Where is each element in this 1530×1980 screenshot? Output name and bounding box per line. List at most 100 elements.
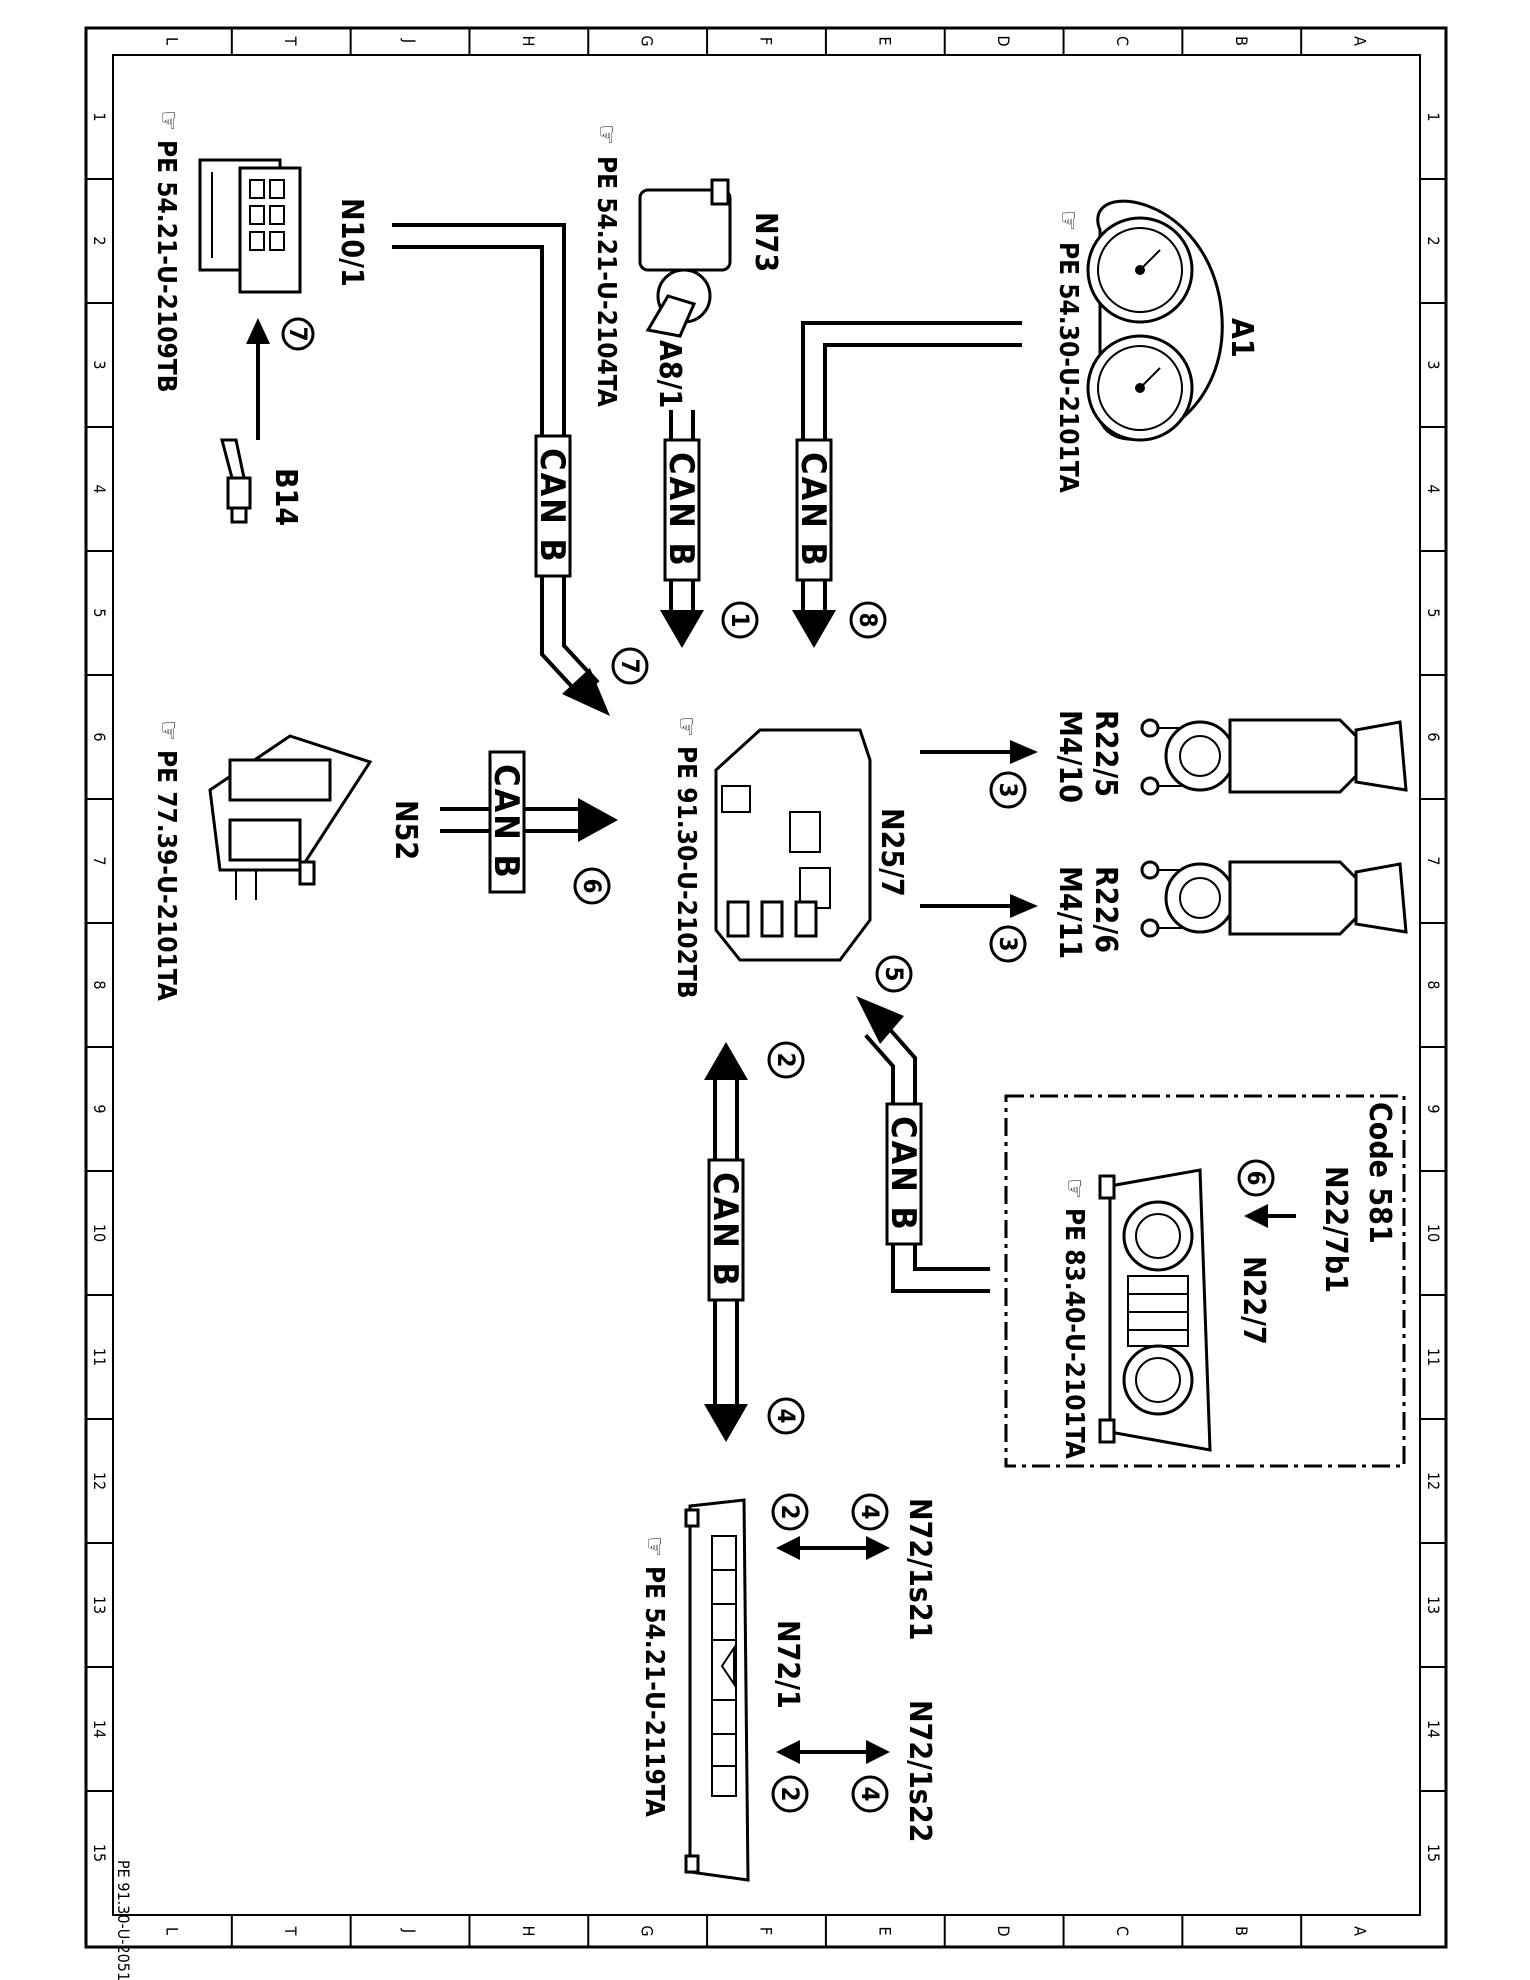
grid-row-label-left: 7: [90, 856, 109, 865]
grid-row-label-left: 6: [90, 732, 109, 741]
component-n10-1: ☞ PE 54.21-U-2109TB N10/1 7: [151, 110, 369, 440]
grid-row-label-right: 14: [1424, 1720, 1443, 1738]
grid-row-label-left: 14: [90, 1720, 109, 1738]
signal-6-n22-7b1: 6: [1242, 1170, 1270, 1185]
can-b-label-5: CAN B: [705, 1172, 745, 1288]
a1-label: A1: [1224, 318, 1259, 358]
grid-row-label-left: 1: [90, 112, 109, 121]
code-581-option-box: Code 581 N22/7b1 6 ☞ PE 83.40-U-2101TA N…: [1004, 1094, 1406, 1468]
grid-row-label-right: 8: [1424, 980, 1443, 989]
n72-1s21-label: N72/1s21: [902, 1498, 937, 1640]
signal-1: 1: [726, 612, 754, 627]
grid-row-label-right: 5: [1424, 608, 1443, 617]
can-b-bus-n22-7: CAN B 5: [856, 955, 990, 1293]
grid-row-label-right: 13: [1424, 1596, 1443, 1614]
b14-label: B14: [268, 468, 303, 526]
ref-icon: ☞: [671, 716, 701, 737]
signal-6: 6: [578, 878, 606, 893]
can-b-bus-a8-1: CAN B 1: [660, 410, 759, 648]
grid-row-label-left: 13: [90, 1596, 109, 1614]
grid-col-label-top: A: [1351, 36, 1370, 46]
signal-7: 7: [616, 658, 644, 673]
grid-row-label-right: 1: [1424, 112, 1443, 121]
ref-icon: ☞: [591, 124, 621, 145]
signal-4-s22: 4: [856, 1786, 884, 1801]
component-n25-7: ☞ PE 91.30-U-2102TB N25/7: [671, 716, 909, 999]
grid-row-label-left: 11: [90, 1348, 109, 1366]
grid-col-label-top: G: [638, 35, 657, 46]
can-b-bus-a1: CAN B 8: [792, 321, 1022, 648]
n72-1-label: N72/1: [770, 1620, 805, 1709]
n10-1-ref: PE 54.21-U-2109TB: [151, 140, 181, 393]
grid-col-label-bottom: J: [400, 1928, 419, 1933]
signal-3-r22-6: 3: [994, 936, 1022, 951]
grid-row-label-right: 11: [1424, 1348, 1443, 1366]
grid-col-label-bottom: D: [994, 1925, 1013, 1936]
grid-row-label-left: 2: [90, 236, 109, 245]
grid-row-label-left: 10: [90, 1224, 109, 1242]
ref-icon: ☞: [153, 720, 183, 741]
grid-col-label-top: D: [994, 35, 1013, 46]
grid-row-label-right: 7: [1424, 856, 1443, 865]
grid-row-label-right: 3: [1424, 360, 1443, 369]
code-581-label: Code 581: [1362, 1102, 1397, 1244]
grid-col-label-top: C: [1113, 36, 1132, 46]
grid-col-label-bottom: G: [638, 1925, 657, 1936]
can-b-label-3: CAN B: [793, 452, 833, 568]
grid-row-label-right: 12: [1424, 1472, 1443, 1490]
r22-5-label: R22/5: [1088, 710, 1123, 797]
grid-col-label-bottom: E: [875, 1926, 894, 1935]
grid-row-label-left: 3: [90, 360, 109, 369]
signal-4: 4: [772, 1408, 800, 1423]
n25-7-module-icon: [714, 728, 872, 962]
grid-col-label-top: B: [1232, 36, 1251, 46]
m4-11-label: M4/11: [1052, 866, 1087, 959]
n10-1-label: N10/1: [334, 198, 369, 287]
r22-6-heater-element-icon: [1140, 860, 1408, 938]
grid-row-label-left: 12: [90, 1472, 109, 1490]
b14-sensor-icon: [220, 438, 252, 524]
a8-1-label: A8/1: [652, 340, 687, 408]
grid-col-label-bottom: B: [1232, 1926, 1251, 1936]
signal-2: 2: [772, 1052, 800, 1067]
n10-1-module-icon: [198, 158, 302, 294]
signal-7-b14: 7: [284, 326, 312, 341]
grid-col-label-top: T: [281, 36, 300, 46]
n72-1-switch-panel-icon: [684, 1498, 750, 1882]
n52-label: N52: [388, 800, 423, 860]
grid-col-label-top: L: [162, 37, 181, 45]
n52-fuse-relay-module-icon: [208, 734, 373, 900]
signal-4-s21: 4: [856, 1504, 884, 1519]
grid-col-label-bottom: L: [162, 1927, 181, 1935]
grid-col-label-top: J: [400, 38, 419, 43]
component-r22-5: 3 R22/5 M4/10: [920, 710, 1408, 809]
grid-col-label-bottom: F: [757, 1927, 776, 1935]
signal-3-r22-5: 3: [994, 782, 1022, 797]
grid-col-label-top: F: [757, 37, 776, 45]
can-b-label-1: CAN B: [532, 448, 572, 564]
grid-row-label-right: 4: [1424, 484, 1443, 493]
n22-7-climate-control-panel-icon: [1098, 1168, 1212, 1452]
m4-10-label: M4/10: [1052, 710, 1087, 803]
component-b14: B14: [220, 438, 303, 526]
grid-row-label-left: 15: [90, 1844, 109, 1862]
footer-drawing-code: PE 91.30-U-2051-99TA: [114, 1860, 133, 1980]
component-n73: ☞ PE 54.21-U-2104TA N73 A8/1: [591, 124, 783, 408]
n22-7-label: N22/7: [1236, 1256, 1271, 1345]
n52-ref: PE 77.39-U-2101TA: [151, 750, 181, 1001]
n22-7-ref: PE 83.40-U-2101TA: [1059, 1208, 1089, 1459]
grid-row-label-right: 6: [1424, 732, 1443, 741]
can-b-label-6: CAN B: [883, 1116, 923, 1232]
signal-2-s22: 2: [776, 1786, 804, 1801]
grid-row-label-right: 9: [1424, 1104, 1443, 1113]
ref-icon: ☞: [153, 110, 183, 131]
grid-row-label-left: 5: [90, 608, 109, 617]
n73-ignition-switch-icon: [638, 178, 732, 338]
n25-7-ref: PE 91.30-U-2102TB: [671, 746, 701, 999]
can-b-label-2: CAN B: [661, 452, 701, 568]
grid-row-label-right: 10: [1424, 1224, 1443, 1242]
ref-icon: ☞: [1053, 210, 1083, 231]
